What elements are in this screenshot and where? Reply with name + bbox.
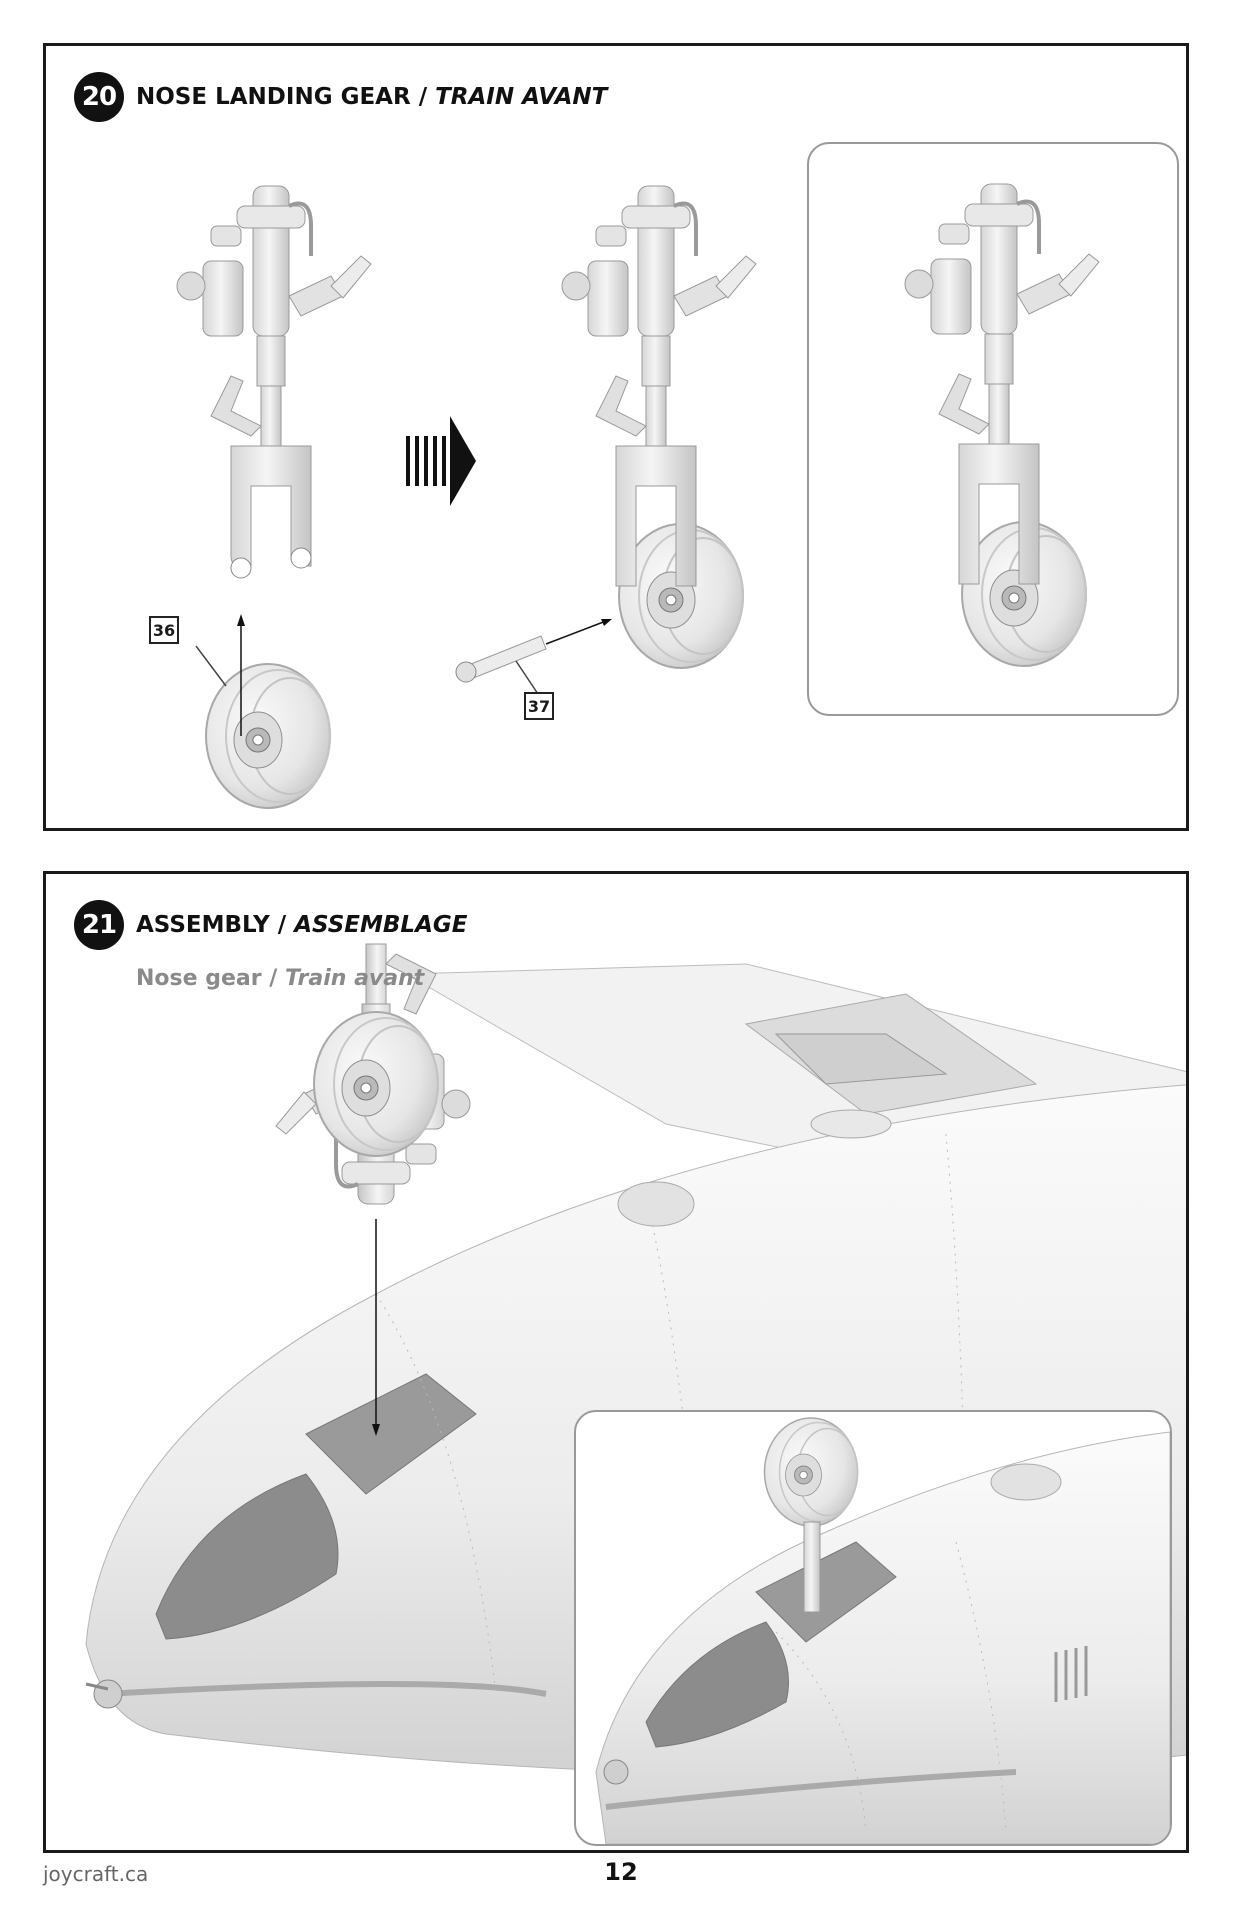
step-title-en: ASSEMBLY: [136, 912, 270, 938]
step-subtitle: Nose gear / Train avant: [136, 966, 424, 991]
step-title: NOSE LANDING GEAR / TRAIN AVANT: [136, 84, 607, 110]
gear-leg-with-wheel-drawing: [560, 184, 758, 669]
step-title-fr: TRAIN AVANT: [435, 84, 608, 110]
wheel-drawing: [205, 663, 331, 809]
part-label-37: 37: [524, 692, 554, 720]
sequence-arrow: [406, 416, 476, 506]
page-number: 12: [604, 1858, 638, 1886]
axle-pin-drawing: [455, 619, 612, 707]
step-title-fr: ASSEMBLAGE: [294, 912, 468, 938]
installed-gear-detail-box: [574, 1410, 1172, 1846]
step-20-panel: 20 NOSE LANDING GEAR / TRAIN AVANT: [43, 43, 1189, 831]
nose-gear-illustration: [175, 184, 758, 809]
completed-gear-detail-box: [807, 142, 1179, 716]
step-subtitle-separator: /: [261, 966, 285, 991]
step-title-separator: /: [410, 84, 436, 110]
step-number-badge: 21: [74, 900, 124, 950]
step-subtitle-fr: Train avant: [284, 966, 425, 991]
step-title-en: NOSE LANDING GEAR: [136, 84, 411, 110]
step-21-panel: 21 ASSEMBLY / ASSEMBLAGE Nose gear / Tra…: [43, 871, 1189, 1853]
step-subtitle-en: Nose gear: [136, 966, 262, 991]
completed-gear-drawing: [903, 182, 1101, 667]
step-title: ASSEMBLY / ASSEMBLAGE: [136, 912, 467, 938]
step-title-separator: /: [269, 912, 295, 938]
footer-website: joycraft.ca: [43, 1862, 149, 1886]
step-20-header: 20 NOSE LANDING GEAR / TRAIN AVANT: [74, 72, 607, 122]
gear-leg-drawing: [175, 184, 373, 579]
step-number-badge: 20: [74, 72, 124, 122]
part-label-36: 36: [149, 616, 179, 644]
step-21-header: 21 ASSEMBLY / ASSEMBLAGE: [74, 900, 467, 950]
installed-gear-drawing: [595, 1417, 1170, 1844]
